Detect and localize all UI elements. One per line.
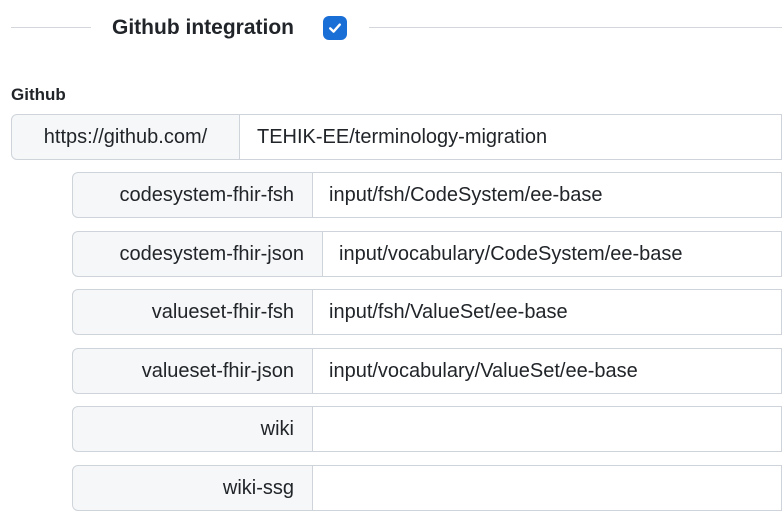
github-base-url-addon: https://github.com/ xyxy=(11,114,240,160)
path-key-label: wiki-ssg xyxy=(72,465,313,511)
divider-line-right xyxy=(369,27,782,28)
path-group-wiki-ssg: wiki-ssg xyxy=(72,465,782,511)
path-group-valueset-fhir-json: valueset-fhir-json input/vocabulary/Valu… xyxy=(72,348,782,394)
path-group-codesystem-fhir-fsh: codesystem-fhir-fsh input/fsh/CodeSystem… xyxy=(72,172,782,218)
path-group-wiki: wiki xyxy=(72,406,782,452)
checkmark-icon xyxy=(329,23,341,33)
path-input-valueset-fhir-json[interactable]: input/vocabulary/ValueSet/ee-base xyxy=(313,348,782,394)
path-input-codesystem-fhir-json[interactable]: input/vocabulary/CodeSystem/ee-base xyxy=(323,231,782,277)
path-key-label: valueset-fhir-fsh xyxy=(72,289,313,335)
path-input-codesystem-fhir-fsh[interactable]: input/fsh/CodeSystem/ee-base xyxy=(313,172,782,218)
path-group-valueset-fhir-fsh: valueset-fhir-fsh input/fsh/ValueSet/ee-… xyxy=(72,289,782,335)
section-header: Github integration xyxy=(0,0,782,56)
path-key-label: valueset-fhir-json xyxy=(72,348,313,394)
section-title: Github integration xyxy=(112,16,294,39)
path-input-valueset-fhir-fsh[interactable]: input/fsh/ValueSet/ee-base xyxy=(313,289,782,335)
path-group-codesystem-fhir-json: codesystem-fhir-json input/vocabulary/Co… xyxy=(72,231,782,277)
path-key-label: codesystem-fhir-fsh xyxy=(72,172,313,218)
github-repo-group: https://github.com/ TEHIK-EE/terminology… xyxy=(11,114,782,160)
path-input-wiki-ssg[interactable] xyxy=(313,465,782,511)
path-input-wiki[interactable] xyxy=(313,406,782,452)
github-label: Github xyxy=(11,85,66,104)
github-integration-checkbox[interactable] xyxy=(323,16,347,40)
path-key-label: wiki xyxy=(72,406,313,452)
divider-line-left xyxy=(11,27,91,28)
path-key-label: codesystem-fhir-json xyxy=(72,231,323,277)
github-repo-input[interactable]: TEHIK-EE/terminology-migration xyxy=(240,114,782,160)
